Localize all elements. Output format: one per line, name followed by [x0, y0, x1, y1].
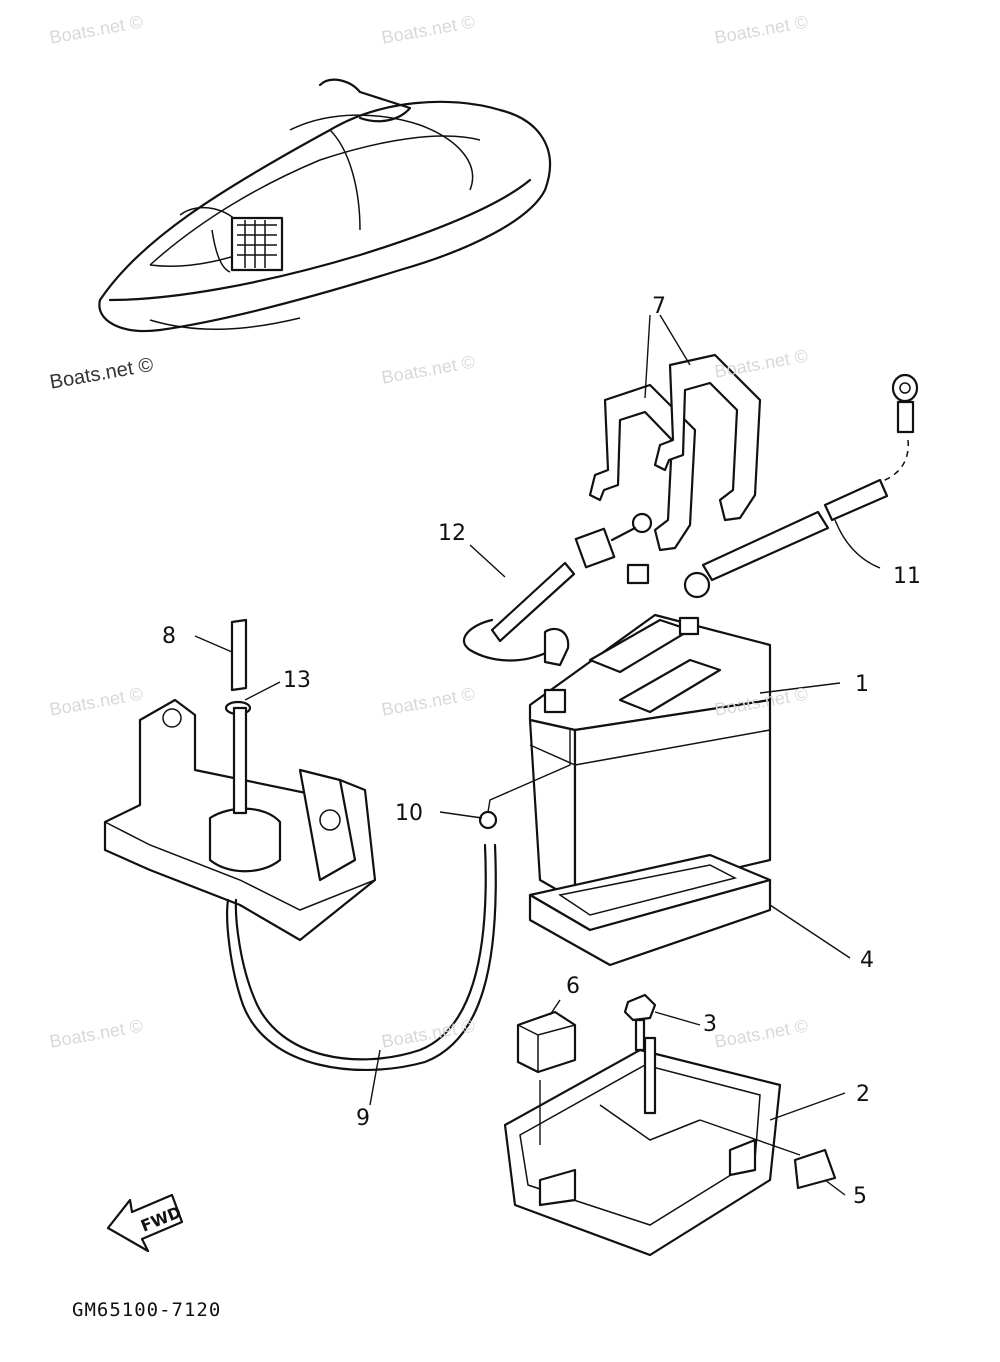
callout-4: 4 — [860, 948, 874, 973]
hose-part-9 — [226, 843, 497, 1071]
terminal-cover-part-6 — [516, 1010, 577, 1074]
pad-part-5 — [793, 1148, 837, 1190]
callout-13: 13 — [283, 668, 311, 693]
breather-housing — [103, 698, 377, 942]
watercraft-illustration — [98, 78, 551, 333]
battery-part-1 — [528, 613, 772, 902]
callout-10: 10 — [395, 801, 423, 826]
callout-7: 7 — [652, 294, 666, 319]
battery-band-part-7 — [588, 353, 762, 552]
callout-11: 11 — [893, 564, 921, 589]
hose-part-10 — [478, 810, 498, 830]
leader-lines — [194, 314, 881, 1196]
callout-8: 8 — [162, 624, 176, 649]
callout-2: 2 — [856, 1082, 870, 1107]
callout-5: 5 — [853, 1184, 867, 1209]
bolt-part-3 — [623, 993, 657, 1052]
battery-mat-part-4 — [528, 853, 772, 967]
fwd-arrow-icon — [106, 1193, 184, 1253]
diagram-code: GM65100-7120 — [72, 1299, 222, 1321]
battery-box-part-2 — [503, 1036, 782, 1257]
callout-9: 9 — [356, 1106, 370, 1131]
callout-12: 12 — [438, 521, 466, 546]
callout-3: 3 — [703, 1012, 717, 1037]
callout-6: 6 — [566, 974, 580, 999]
battery-lead-part-11 — [683, 373, 919, 599]
callout-1: 1 — [855, 672, 869, 697]
breather-tube-part-8 — [230, 618, 248, 692]
battery-lead-part-12 — [462, 512, 653, 667]
